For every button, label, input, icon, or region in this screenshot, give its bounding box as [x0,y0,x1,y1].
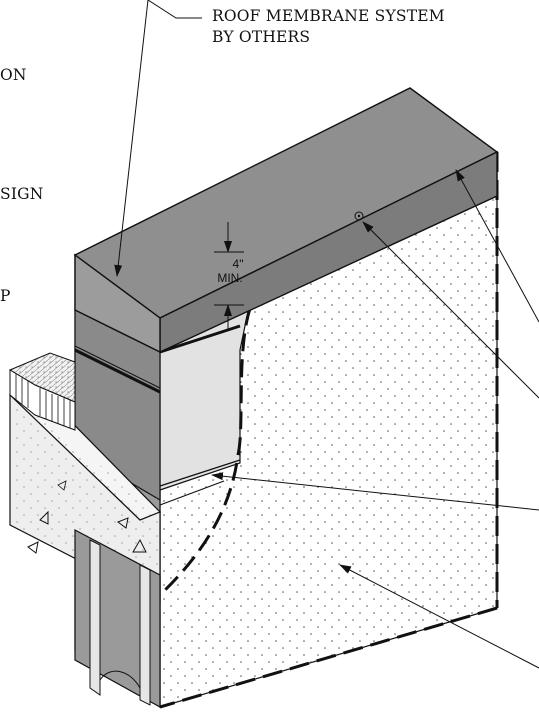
leader-fastener [362,221,539,399]
dimension-value: 4" [232,257,244,271]
roof-insulation-side [9,369,76,431]
board-edge-bottom [159,606,498,709]
leader-insulation [339,564,539,669]
leader-roof-membrane [147,0,202,19]
label-roof-membrane-line1: ROOF MEMBRANE SYSTEM [212,7,445,25]
dimension-qualifier: MIN. [217,271,243,285]
insulation-edge-dashed [158,284,264,597]
dimension-marks [214,222,244,330]
label-cut-left-2: SIGN [0,185,44,203]
label-cut-left-3: P [0,287,11,305]
fastener-symbol [354,211,364,221]
label-cut-left-1: ON [0,66,27,84]
label-roof-membrane-line2: BY OTHERS [212,28,311,46]
leader-membrane-face [455,169,539,323]
leader-cant [211,472,539,511]
leader-roof-membrane-arrow [114,0,149,277]
membrane-cap-side [74,253,161,354]
